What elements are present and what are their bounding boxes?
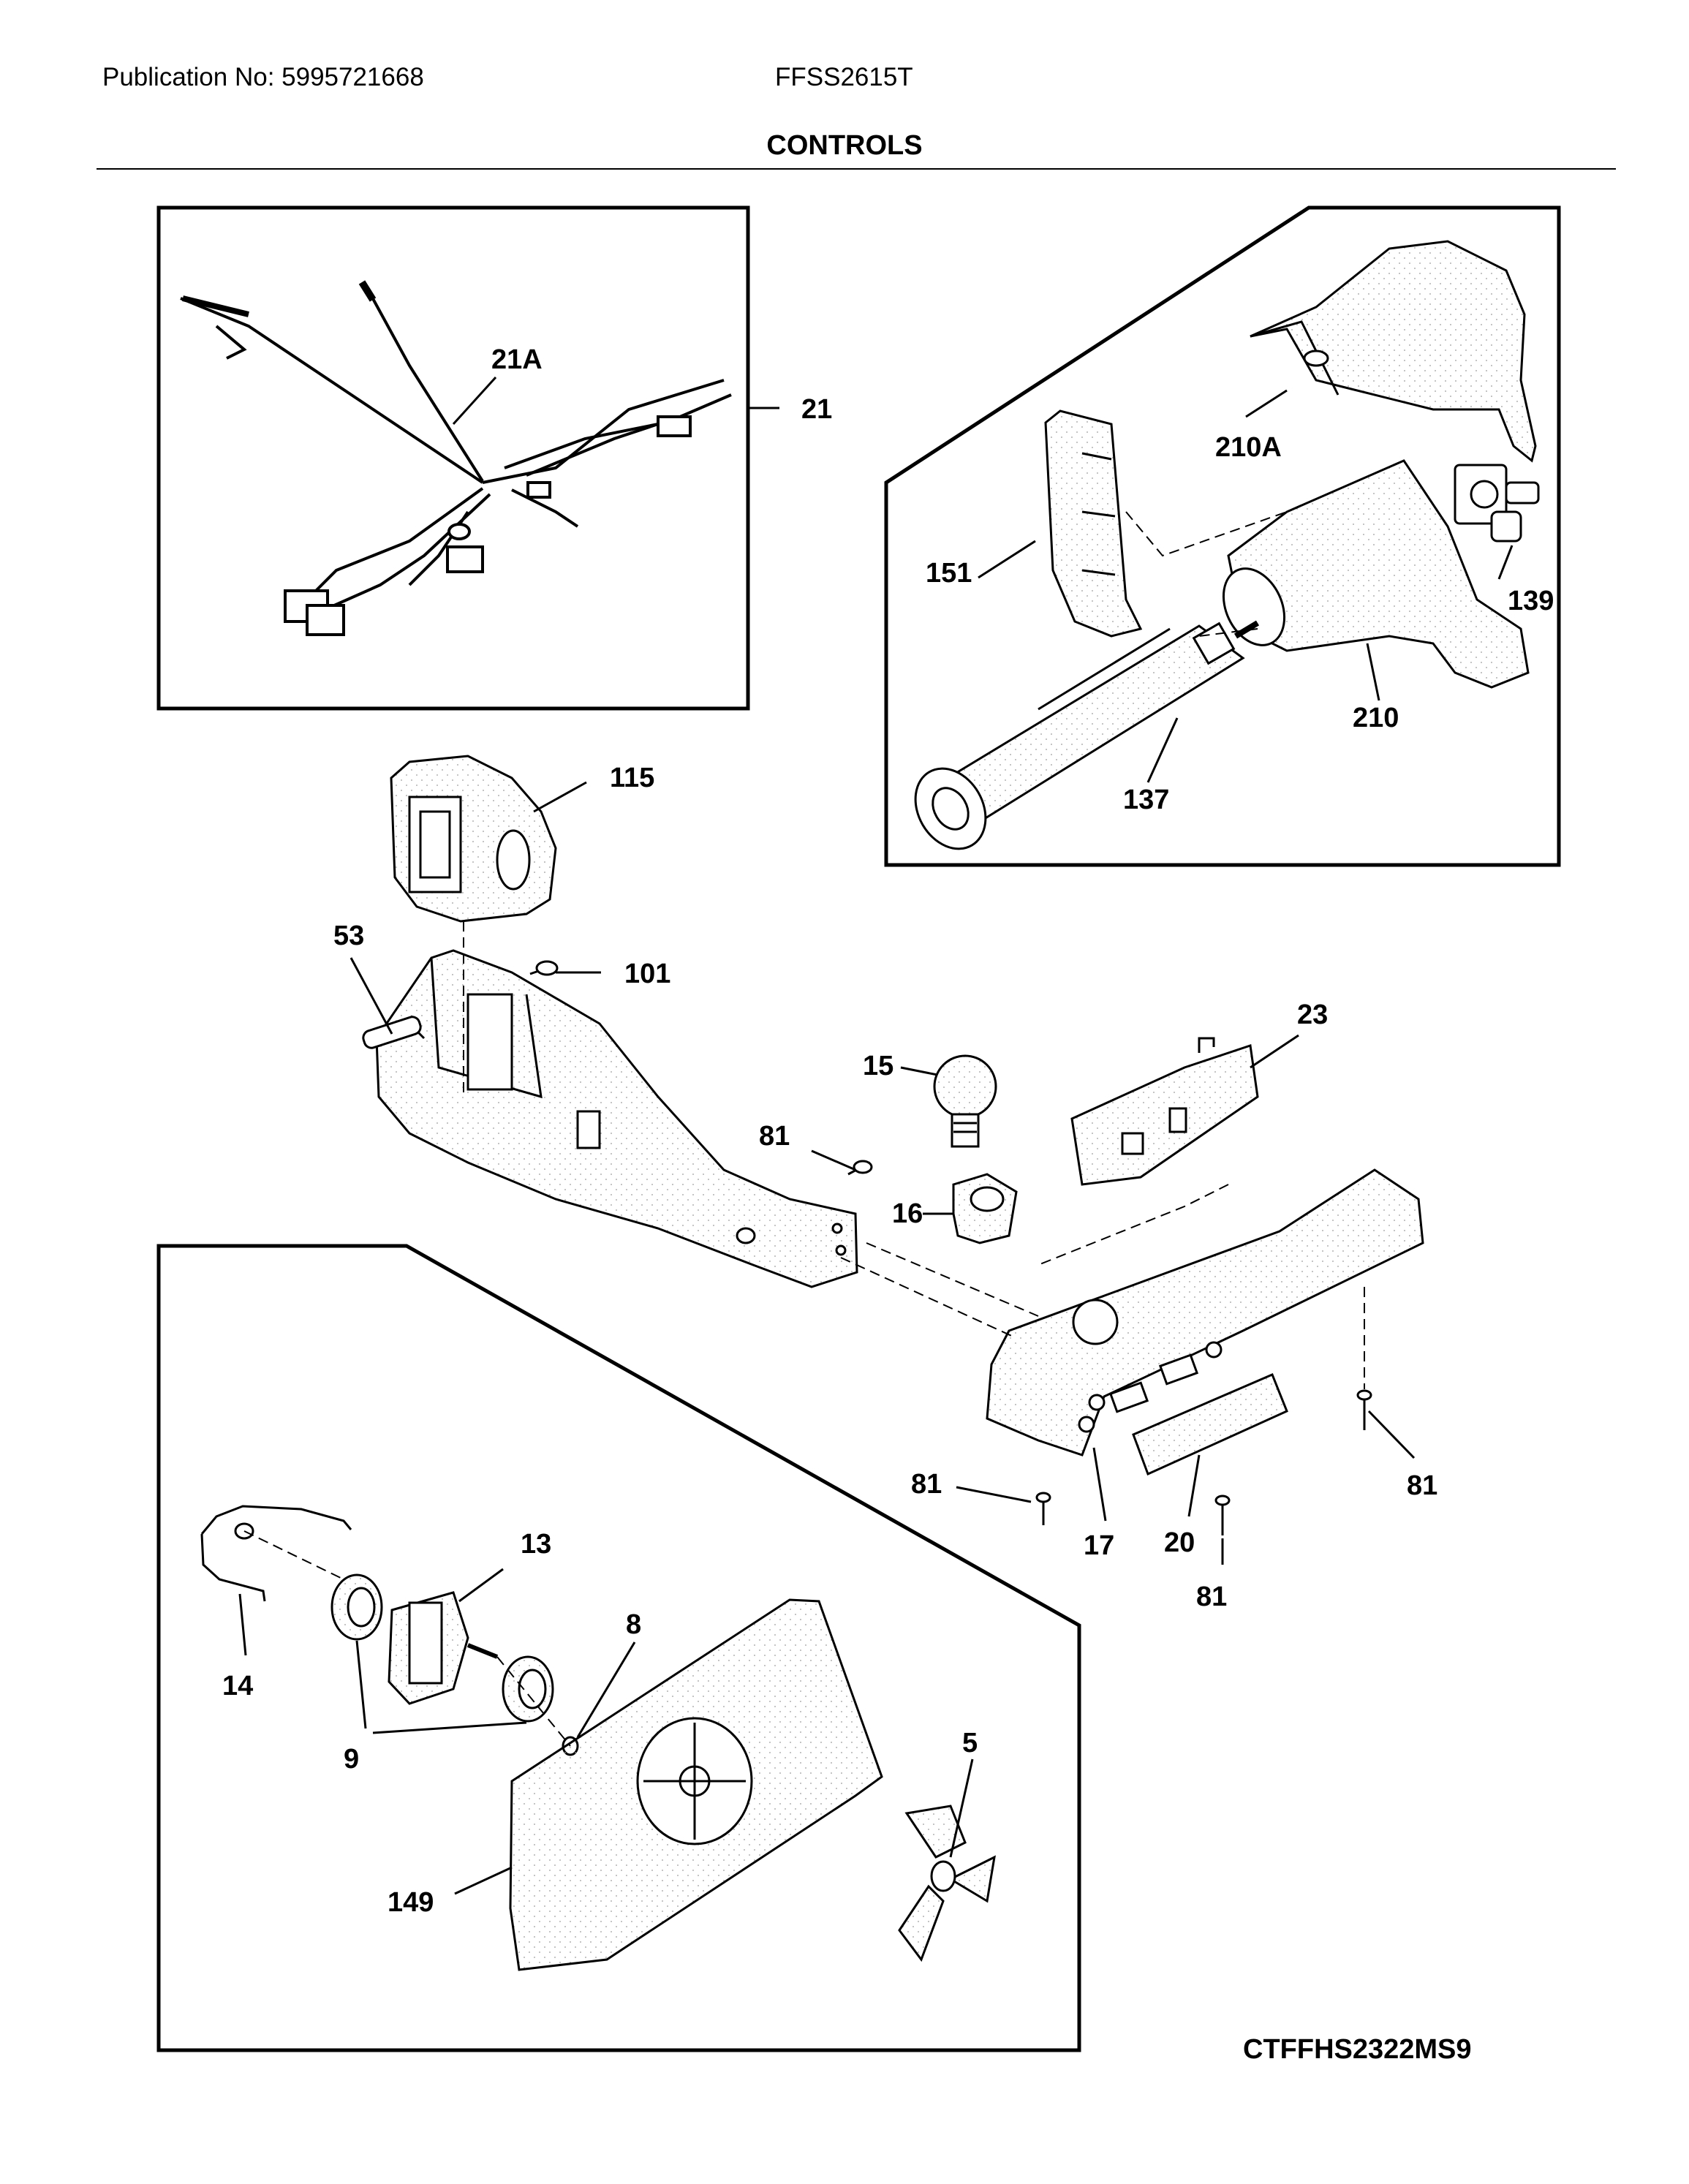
callout-210: 210 xyxy=(1353,703,1399,733)
control-housing-53 xyxy=(362,949,858,1288)
damper-control-115 xyxy=(390,755,557,923)
light-bulb-15 xyxy=(933,1054,997,1148)
callout-20: 20 xyxy=(1164,1527,1195,1558)
lamp-socket-16 xyxy=(952,1173,1018,1244)
water-filter-137 xyxy=(914,620,1260,850)
header-rule xyxy=(97,168,1616,170)
filter-leader-dashes xyxy=(1125,511,1288,637)
callout-139: 139 xyxy=(1508,586,1554,616)
screw-101 xyxy=(529,960,559,976)
callout-53: 53 xyxy=(333,921,364,951)
callout-13: 13 xyxy=(521,1529,551,1560)
wire-harness-frame xyxy=(156,205,750,711)
fan-leader-dashes xyxy=(243,1530,571,1747)
leader-lines xyxy=(238,376,1514,1895)
callout-81-b: 81 xyxy=(911,1469,942,1500)
callout-8: 8 xyxy=(626,1609,641,1640)
callout-21A: 21A xyxy=(491,344,543,375)
control-board-23 xyxy=(1070,1037,1259,1186)
callout-210A: 210A xyxy=(1215,432,1282,463)
callout-81-d: 81 xyxy=(1196,1582,1227,1612)
motor-bracket-14 xyxy=(200,1505,352,1602)
filter-head-210 xyxy=(1222,459,1530,689)
filter-cover-151 xyxy=(1044,409,1143,638)
callout-15: 15 xyxy=(863,1051,893,1081)
publication-number: Publication No: 5995721668 xyxy=(102,63,424,91)
water-filter-frame xyxy=(884,205,1561,867)
callout-81-a: 81 xyxy=(759,1121,790,1152)
model-number: FFSS2615T xyxy=(775,63,913,91)
filter-housing-210A xyxy=(1250,240,1537,463)
callout-101: 101 xyxy=(624,959,670,989)
callout-17: 17 xyxy=(1084,1530,1114,1561)
fan-blade-5 xyxy=(898,1805,996,1962)
housing-leader-dashes xyxy=(840,1184,1365,1389)
lens-20 xyxy=(1132,1373,1288,1476)
motor-mount-grommets-9 xyxy=(330,1573,554,1723)
diagram-code: CTFFHS2322MS9 xyxy=(1243,2034,1472,2065)
valve-139 xyxy=(1454,464,1540,543)
callout-14: 14 xyxy=(222,1671,253,1701)
callout-16: 16 xyxy=(892,1198,923,1229)
callout-5: 5 xyxy=(962,1728,978,1758)
fan-shroud-149 xyxy=(509,1598,883,1971)
callout-23: 23 xyxy=(1297,1000,1328,1030)
callout-151: 151 xyxy=(926,558,972,589)
callout-149: 149 xyxy=(388,1887,434,1918)
screws-81 xyxy=(847,1160,1372,1535)
callout-137: 137 xyxy=(1123,785,1169,815)
callout-9: 9 xyxy=(344,1744,359,1775)
page-title: CONTROLS xyxy=(766,130,923,161)
callout-21: 21 xyxy=(801,394,832,425)
dispenser-housing-17 xyxy=(986,1168,1424,1456)
wire-harness-21 xyxy=(180,280,732,636)
callout-81-c: 81 xyxy=(1407,1470,1437,1501)
callout-115: 115 xyxy=(610,763,654,793)
fan-assembly-frame xyxy=(156,1244,1081,2052)
fan-motor-13 xyxy=(388,1591,499,1705)
